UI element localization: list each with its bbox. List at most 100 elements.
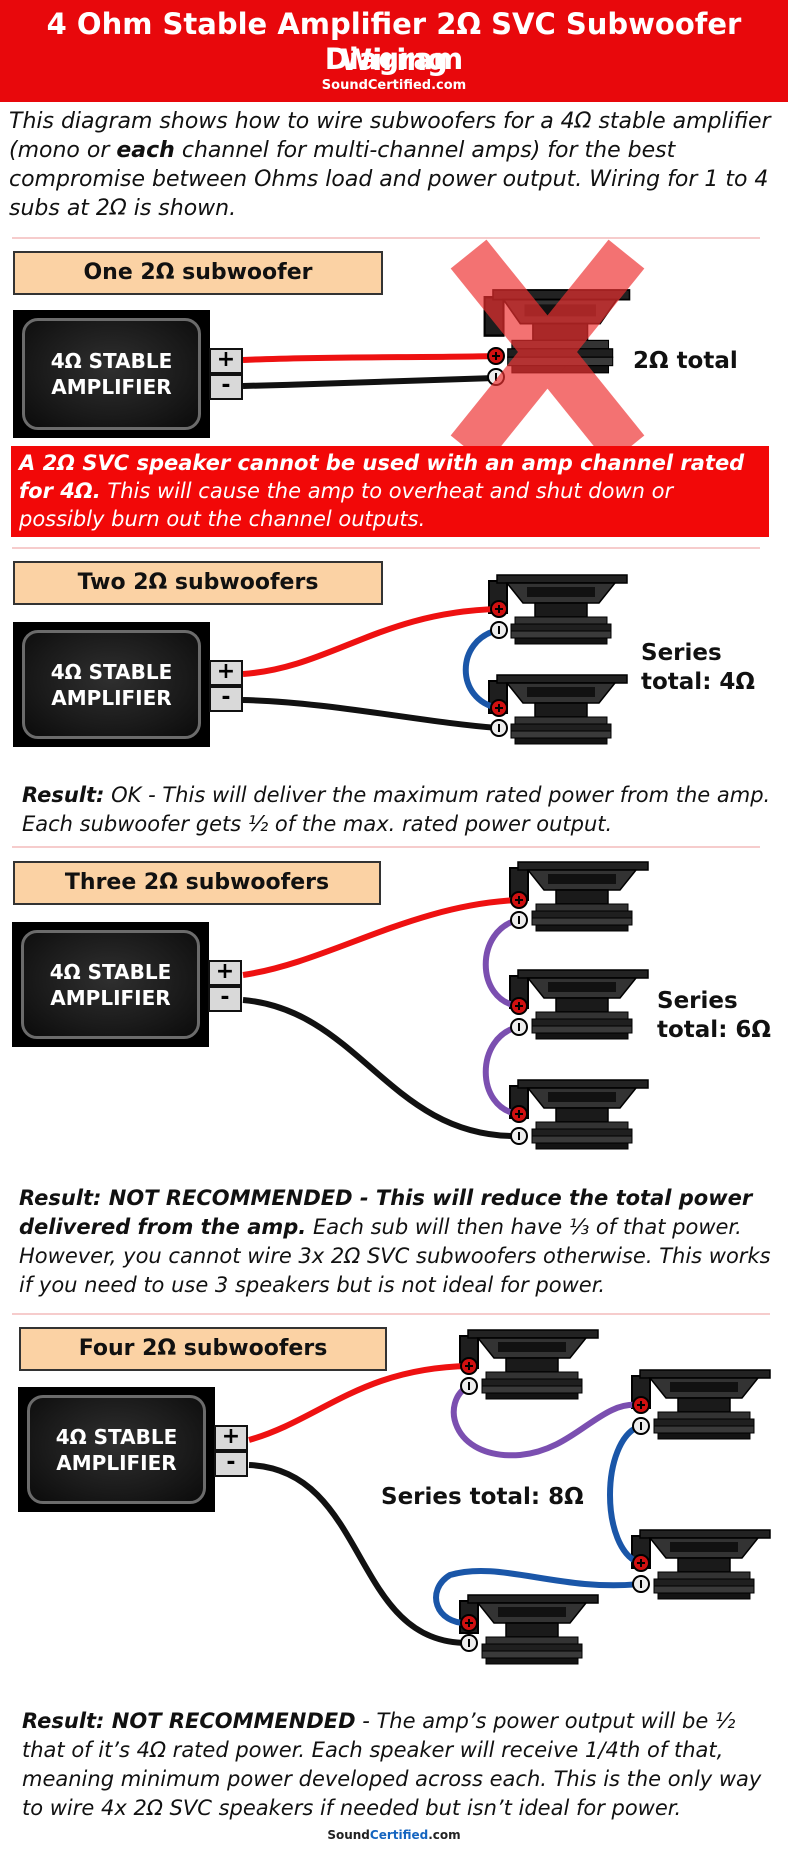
terminal-positive-icon — [460, 1614, 478, 1632]
page-title-line1: 4 Ohm Stable Amplifier 2Ω SVC Subwoofer … — [46, 7, 742, 77]
divider — [12, 547, 760, 549]
wire-negative — [242, 697, 499, 731]
result-text: Each sub will then have ⅓ of that power.… — [19, 1215, 771, 1297]
intro-part1: This diagram shows how to wire subwoofer… — [9, 109, 771, 163]
speaker-four-c — [631, 1529, 771, 1600]
footer-part3: .com — [428, 1828, 461, 1842]
amplifier-label: 4Ω STABLE — [50, 349, 173, 373]
terminal-positive-icon — [490, 600, 508, 618]
terminal-negative-icon — [632, 1417, 650, 1435]
speaker-two-a — [488, 574, 628, 645]
divider — [12, 846, 760, 848]
total-three-line2: total: 6Ω — [657, 1017, 771, 1043]
terminal-negative-icon — [510, 911, 528, 929]
total-two: Series total: 4Ω — [641, 639, 755, 697]
terminal-minus: - — [214, 1451, 248, 1477]
wire-series — [450, 1383, 641, 1459]
amplifier-label: 4Ω STABLE — [50, 660, 173, 684]
wire-series — [482, 917, 519, 1009]
amplifier-label: 4Ω STABLE — [55, 1425, 178, 1449]
header-site: SoundCertified.com — [321, 78, 467, 93]
terminal-positive-icon — [460, 1357, 478, 1375]
page-title-line2: Diagram — [324, 42, 464, 76]
speaker-three-b — [509, 969, 649, 1040]
warning-box: A 2Ω SVC speaker cannot be used with an … — [11, 446, 769, 537]
terminal-positive-icon — [510, 997, 528, 1015]
terminal-negative-icon — [460, 1634, 478, 1652]
speaker-three-c — [509, 1079, 649, 1150]
total-three: Series total: 6Ω — [657, 987, 771, 1045]
result-four: Result: NOT RECOMMENDED - The amp’s powe… — [22, 1707, 778, 1823]
intro-bold: each — [116, 138, 175, 163]
amplifier-label: AMPLIFIER — [51, 686, 172, 710]
terminal-plus: + — [209, 660, 243, 686]
result-three: Result: NOT RECOMMENDED - This will redu… — [19, 1184, 781, 1300]
terminal-negative-icon — [490, 621, 508, 639]
section-label-three: Three 2Ω subwoofers — [13, 861, 381, 905]
wire-series — [482, 1024, 519, 1117]
section-label-two: Two 2Ω subwoofers — [13, 561, 383, 605]
result-bold: Result: NOT RECOMMENDED — [22, 1709, 356, 1733]
cross-out-icon — [450, 239, 645, 465]
terminal-minus: - — [209, 374, 243, 400]
footer-part1: Sound — [327, 1828, 370, 1842]
header-banner: 4 Ohm Stable Amplifier 2Ω SVC Subwoofer … — [0, 0, 788, 102]
terminal-negative-icon — [460, 1377, 478, 1395]
terminal-negative-icon — [510, 1127, 528, 1145]
amplifier-label: AMPLIFIER — [51, 375, 172, 399]
terminal-positive-icon — [510, 1105, 528, 1123]
amplifier-label: AMPLIFIER — [50, 986, 171, 1010]
wire-positive — [242, 897, 519, 978]
warning-text: This will cause the amp to overheat and … — [19, 479, 674, 531]
wire-negative — [248, 1462, 470, 1647]
wire-positive — [242, 353, 496, 363]
result-bold: Result: — [22, 783, 105, 807]
terminal-positive-icon — [510, 891, 528, 909]
amplifier-label: AMPLIFIER — [56, 1451, 177, 1475]
intro-part2: channel for multi-channel amps) for the … — [9, 138, 769, 221]
total-two-line2: total: 4Ω — [641, 669, 755, 695]
total-two-line1: Series — [641, 640, 722, 666]
speaker-three-a — [509, 861, 649, 932]
section-label-four: Four 2Ω subwoofers — [19, 1327, 387, 1371]
speaker-four-d — [459, 1594, 599, 1665]
wire-series — [433, 1567, 641, 1627]
terminal-plus: + — [209, 348, 243, 374]
terminal-positive-icon — [487, 347, 505, 365]
intro-text: This diagram shows how to wire subwoofer… — [9, 107, 781, 223]
wire-negative — [242, 375, 496, 389]
speaker-two-b — [488, 674, 628, 745]
footer-part2: Certified — [369, 1828, 429, 1842]
section-label-one: One 2Ω subwoofer — [13, 251, 383, 295]
terminal-positive-icon — [632, 1396, 650, 1414]
total-three-line1: Series — [657, 988, 738, 1014]
terminal-negative-icon — [510, 1018, 528, 1036]
result-bold: Result: NOT RECOMMENDED - This will redu… — [19, 1186, 753, 1239]
terminal-positive-icon — [632, 1554, 650, 1572]
result-text: OK - This will deliver the maximum rated… — [22, 783, 771, 836]
terminal-plus: + — [214, 1425, 248, 1451]
terminal-negative-icon — [632, 1575, 650, 1593]
terminal-negative-icon — [490, 719, 508, 737]
terminal-positive-icon — [490, 699, 508, 717]
result-text: - The amp’s power output will be ½ that … — [22, 1709, 762, 1820]
wire-series — [462, 627, 499, 711]
wire-positive — [242, 606, 499, 677]
result-two: Result: OK - This will deliver the maxim… — [22, 781, 774, 839]
wire-negative — [242, 997, 519, 1140]
wire-series — [607, 1423, 642, 1566]
divider — [12, 1313, 770, 1315]
warning-bold: A 2Ω SVC speaker cannot be used with an … — [19, 451, 745, 503]
footer-logo: SoundCertified.com — [0, 1828, 788, 1842]
speaker-four-b — [631, 1369, 771, 1440]
terminal-plus: + — [208, 960, 242, 986]
amplifier-label: 4Ω STABLE — [49, 960, 172, 984]
speaker-four-a — [459, 1329, 599, 1400]
total-four: Series total: 8Ω — [381, 1484, 584, 1510]
wire-positive — [248, 1363, 470, 1443]
